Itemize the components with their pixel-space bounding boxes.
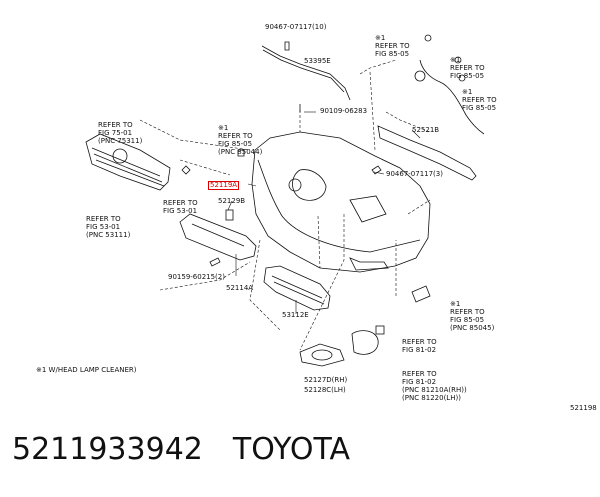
part-label-53395e: 53395E (304, 57, 331, 65)
part-label-90467-top: 90467-07117(10) (265, 23, 327, 31)
part-label-52119a[interactable]: 52119A (208, 181, 240, 190)
cleaner-cap (411, 285, 431, 303)
pad-52129b (225, 209, 234, 221)
lower-grille-53112e (263, 265, 331, 311)
part-label-52114a: 52114A (226, 284, 254, 292)
part-label-52521b: 52521B (412, 126, 440, 134)
footnote: ※1 W/HEAD LAMP CLEANER) (36, 366, 137, 374)
footer-caption: 5211933942 TOYOTA (12, 430, 350, 470)
reinforcement-52114a (179, 213, 257, 261)
part-label-52129b: 52129B (218, 197, 246, 205)
diagram-id: 521198 (570, 404, 597, 412)
brand-name: TOYOTA (232, 432, 350, 467)
part-label-90109: 90109-06283 (320, 107, 368, 115)
bumper-cover-52119a (251, 131, 431, 273)
part-number: 5211933942 (12, 432, 203, 467)
clip-icon (284, 41, 290, 51)
retainer-strip-53395e (261, 45, 351, 101)
cleaner-hose (419, 59, 485, 135)
screw-icon (209, 257, 221, 267)
radiator-grille (85, 133, 171, 191)
side-bracket-52521b (377, 125, 477, 181)
part-label-90159: 90159-60215(2) (168, 273, 225, 281)
part-label-53112e: 53112E (282, 311, 309, 319)
fog-cover-52127d (299, 343, 345, 367)
part-label-52127d: 52127D(RH) (304, 376, 348, 384)
part-label-52128c: 52128C(LH) (304, 386, 346, 394)
fog-lamp (351, 330, 379, 355)
part-label-90467-mid: 90467-07117(3) (386, 170, 443, 178)
